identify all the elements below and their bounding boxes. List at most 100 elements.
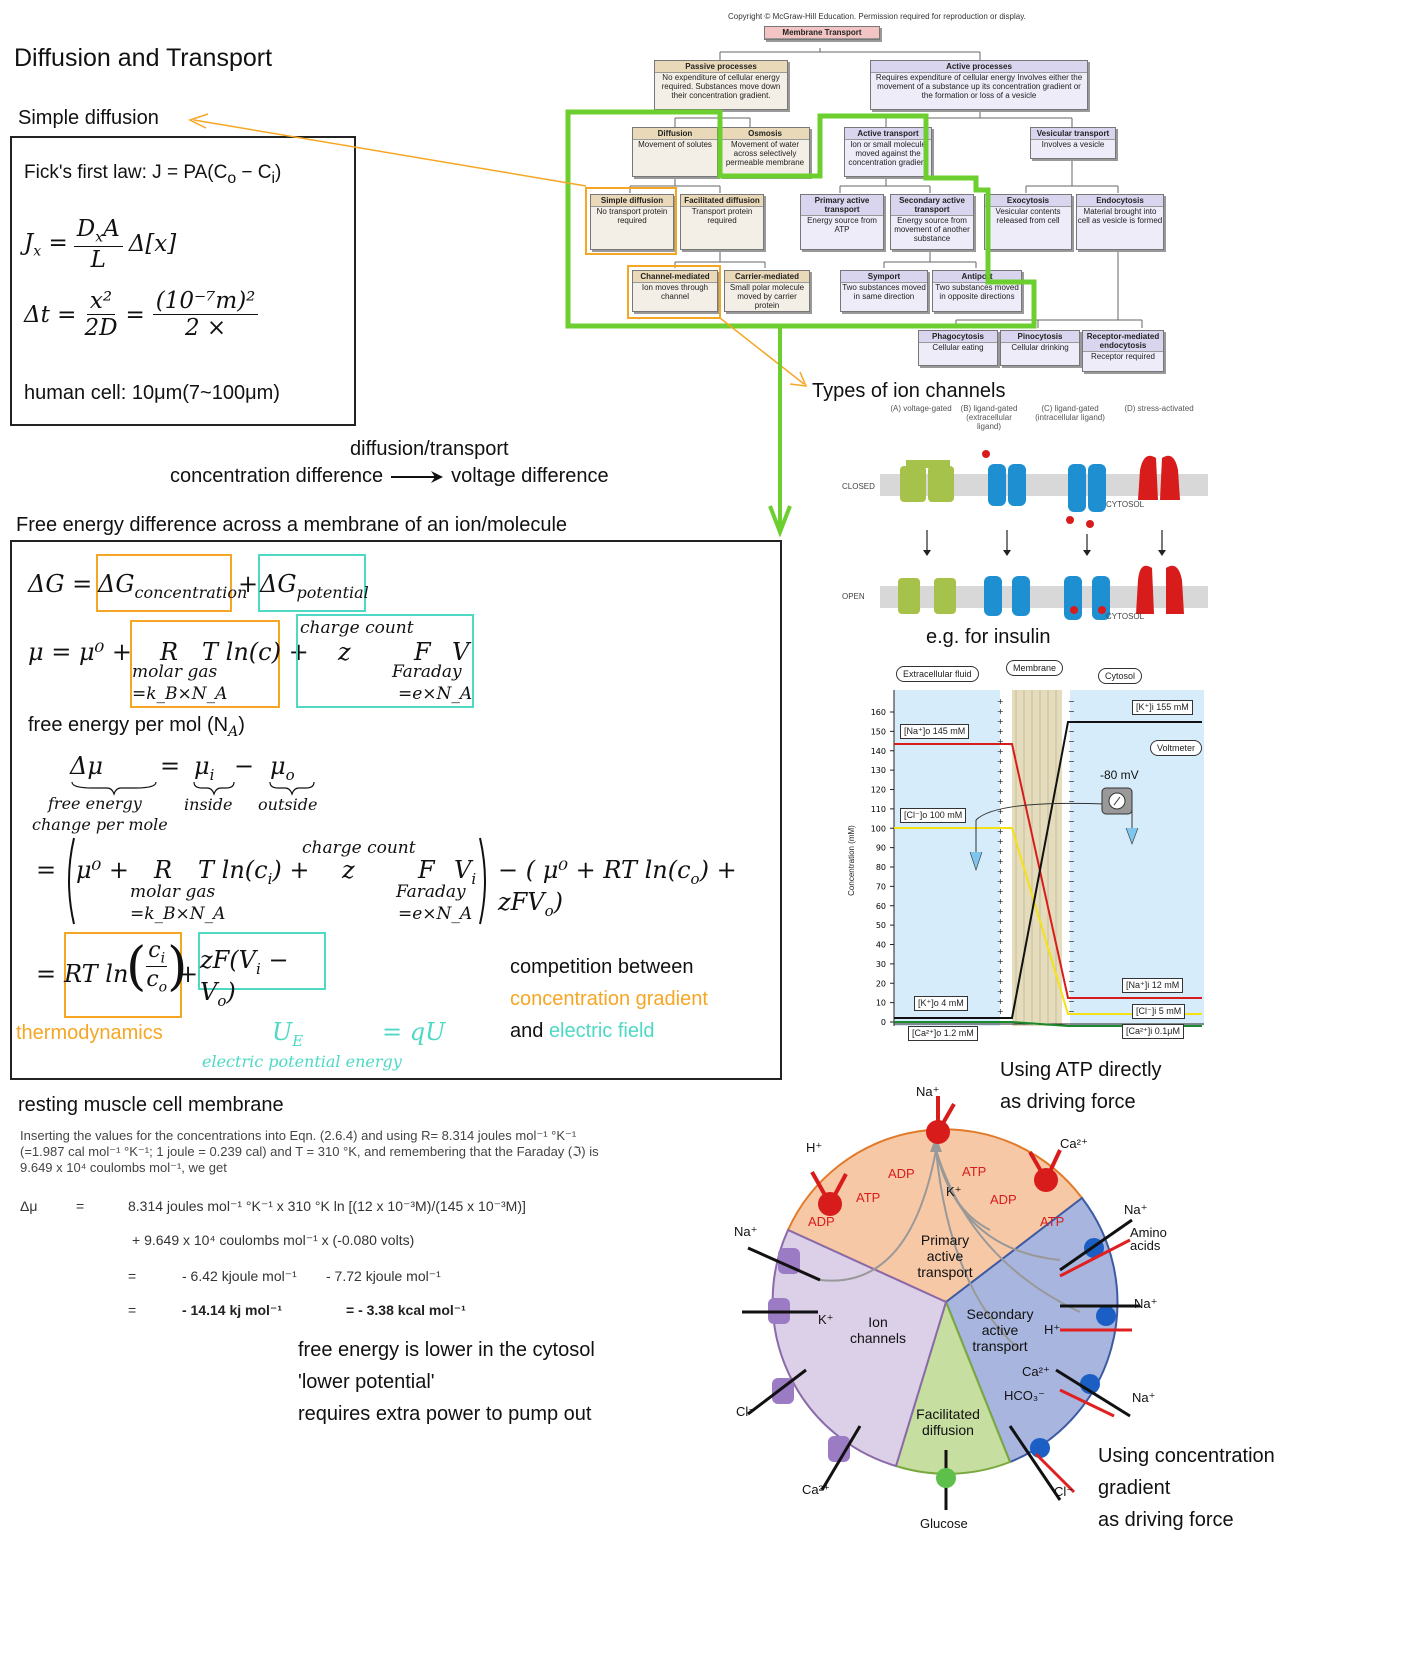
row3-kbna: =k_B×N_A [130, 904, 226, 924]
y-tick-label: 80 [876, 863, 886, 872]
resting-dmu: Δμ [20, 1198, 38, 1214]
row4-plus: + [178, 960, 199, 988]
y-tick-label: 10 [876, 999, 886, 1008]
equ-label: = qU [382, 1018, 446, 1046]
dmu-minus: − [234, 752, 255, 780]
y-tick-label: 90 [876, 844, 886, 853]
row3-eq: = [36, 856, 57, 884]
cell-diagram [742, 1096, 1140, 1510]
ion-channels-diagram [880, 450, 1208, 620]
mu-Tlnc: T ln(c) + [202, 638, 309, 666]
cytosol-label-closed: CYTOSOL [1106, 500, 1145, 509]
human-cell-size: human cell: 10μm(7~100μm) [24, 382, 280, 404]
mu-z: z [338, 638, 351, 666]
charge-minus: − [1068, 877, 1075, 886]
zf-box: zF(Vi − Vo) [198, 932, 326, 1010]
ue-label: UE [272, 1018, 304, 1050]
dt-equation: Δt = x² 2D = (10⁻⁷m)² 2 × [24, 288, 259, 341]
ion-channel-sector [771, 1228, 948, 1468]
atp-3: ATP [1040, 1214, 1065, 1229]
mu-lhs: μ = μ⁰ + [28, 638, 132, 666]
na-left: Na⁺ [734, 1224, 758, 1239]
y-tick-label: 160 [871, 708, 886, 717]
charge-minus: − [1068, 917, 1075, 926]
row3-ena: =e×N_A [398, 904, 473, 924]
charge-plus: + [997, 737, 1004, 746]
cytosol-label-open: CYTOSOL [1106, 612, 1145, 621]
resting-note: free energy is lower in the cytosol 'low… [298, 1339, 595, 1425]
right-paren [479, 837, 486, 925]
dmu-eq: = [160, 752, 181, 780]
charge-minus: − [1068, 997, 1075, 1006]
mu-concentration-box [130, 620, 280, 708]
resting-eq4: = [128, 1302, 137, 1318]
charge-minus: − [1068, 817, 1075, 826]
concentration-voltage-line: concentration difference voltage differe… [170, 465, 609, 487]
primary-active-label: Primary active transport [917, 1232, 973, 1280]
underbraces [71, 781, 315, 796]
resting-line1: 8.314 joules mol⁻¹ °K⁻¹ x 310 °K ln [(12… [128, 1198, 526, 1214]
ca-right: Ca²⁺ [1022, 1364, 1050, 1379]
charge-minus: − [1068, 707, 1075, 716]
row3-F: F [418, 856, 435, 884]
charge-minus: − [1068, 697, 1075, 706]
charge-minus: − [1068, 787, 1075, 796]
y-tick-label: 120 [871, 786, 886, 795]
cl-o-label: [Cl⁻]o 100 mM [900, 808, 967, 823]
channel-type-d: (D) stress-activated [1124, 404, 1194, 413]
insulin-label: e.g. for insulin [926, 626, 1051, 648]
charge-minus: − [1068, 857, 1075, 866]
charge-plus: + [997, 757, 1004, 766]
charge-minus: − [1068, 747, 1075, 756]
charge-plus: + [997, 957, 1004, 966]
facilitated-label: Facilitated diffusion [916, 1406, 980, 1438]
y-tick-label: 30 [876, 960, 886, 969]
charge-plus: + [997, 717, 1004, 726]
charge-plus: + [997, 847, 1004, 856]
charge-minus: − [1068, 837, 1075, 846]
kbna-label: =k_B×N_A [132, 684, 228, 704]
charge-plus: + [997, 767, 1004, 776]
k-top: K⁺ [946, 1184, 962, 1199]
resting-eq3: = [128, 1268, 137, 1284]
y-tick-label: 150 [871, 727, 886, 736]
y-tick-label: 70 [876, 882, 886, 891]
mu-V: V [452, 638, 470, 666]
cl-left: Cl⁻ [736, 1404, 756, 1419]
na-i-label: [Na⁺]i 12 mM [1122, 978, 1184, 993]
charge-minus: − [1068, 947, 1075, 956]
competition-line3: and electric field [510, 1020, 655, 1042]
charge-plus: + [997, 1007, 1004, 1016]
glucose-label: Glucose [920, 1516, 968, 1531]
dG-potential-box: ΔGpotential [258, 554, 369, 612]
page-title: Diffusion and Transport [14, 44, 273, 72]
resting-heading: resting muscle cell membrane [18, 1094, 284, 1116]
resting-paragraph: Inserting the values for the concentrati… [20, 1128, 599, 1175]
charge-plus: + [997, 817, 1004, 826]
diffusion-transport-label: diffusion/transport [350, 438, 509, 460]
charge-minus: − [1068, 1007, 1075, 1016]
cytosol-label: Cytosol [1098, 668, 1143, 684]
voltmeter-label: Voltmeter [1150, 740, 1203, 756]
inside-label: inside [184, 795, 233, 814]
charge-minus: − [1068, 957, 1075, 966]
h-top: H⁺ [806, 1140, 823, 1155]
ca-top: Ca²⁺ [1060, 1136, 1088, 1151]
charge-plus: + [997, 967, 1004, 976]
gradient-caption: Using concentration gradient as driving … [1098, 1445, 1275, 1531]
charge-plus: + [997, 787, 1004, 796]
k-left: K⁺ [818, 1312, 834, 1327]
charge-plus: + [997, 887, 1004, 896]
k-i-label: [K⁺]i 155 mM [1132, 700, 1193, 715]
simple-diffusion-heading: Simple diffusion [18, 107, 159, 129]
charge-plus: + [997, 697, 1004, 706]
mu-i: μi [194, 752, 215, 784]
dG-plus: + [238, 570, 259, 598]
